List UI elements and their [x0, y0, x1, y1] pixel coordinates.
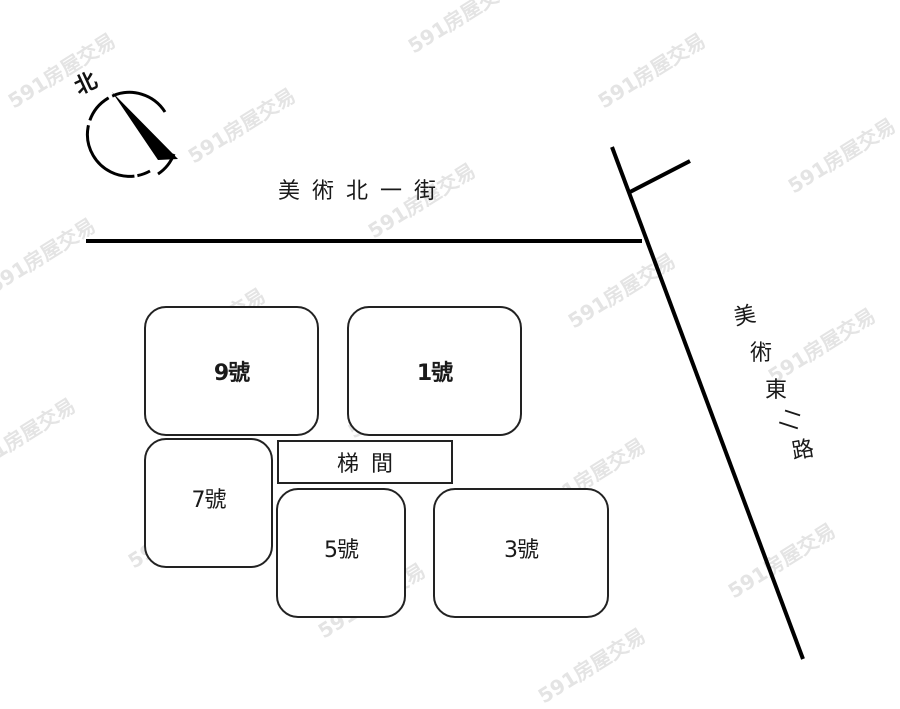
unit-1: 1號	[347, 306, 522, 436]
corner-branch-line	[629, 159, 691, 194]
street-char: 路	[789, 436, 816, 465]
compass: 北	[70, 60, 190, 185]
unit-label: 5號	[324, 538, 359, 563]
street-name-north: 美術北一街	[278, 179, 449, 204]
road-lines	[86, 146, 805, 660]
unit-7: 7號	[144, 438, 273, 568]
unit-5: 5號	[276, 488, 406, 618]
unit-3: 3號	[433, 488, 609, 618]
street-char: 東	[765, 378, 788, 403]
north-arrow-icon	[86, 90, 178, 178]
stairwell-label: 梯間	[336, 452, 405, 477]
unit-label: 7號	[191, 488, 227, 513]
street-char: 術	[750, 341, 773, 366]
east-road-line	[610, 146, 805, 660]
unit-label: 1號	[416, 361, 453, 386]
unit-label: 3號	[504, 538, 539, 563]
stairwell: 梯間	[277, 440, 453, 484]
unit-label: 9號	[213, 361, 250, 386]
street-char: 美	[731, 301, 759, 332]
unit-9: 9號	[144, 306, 319, 436]
